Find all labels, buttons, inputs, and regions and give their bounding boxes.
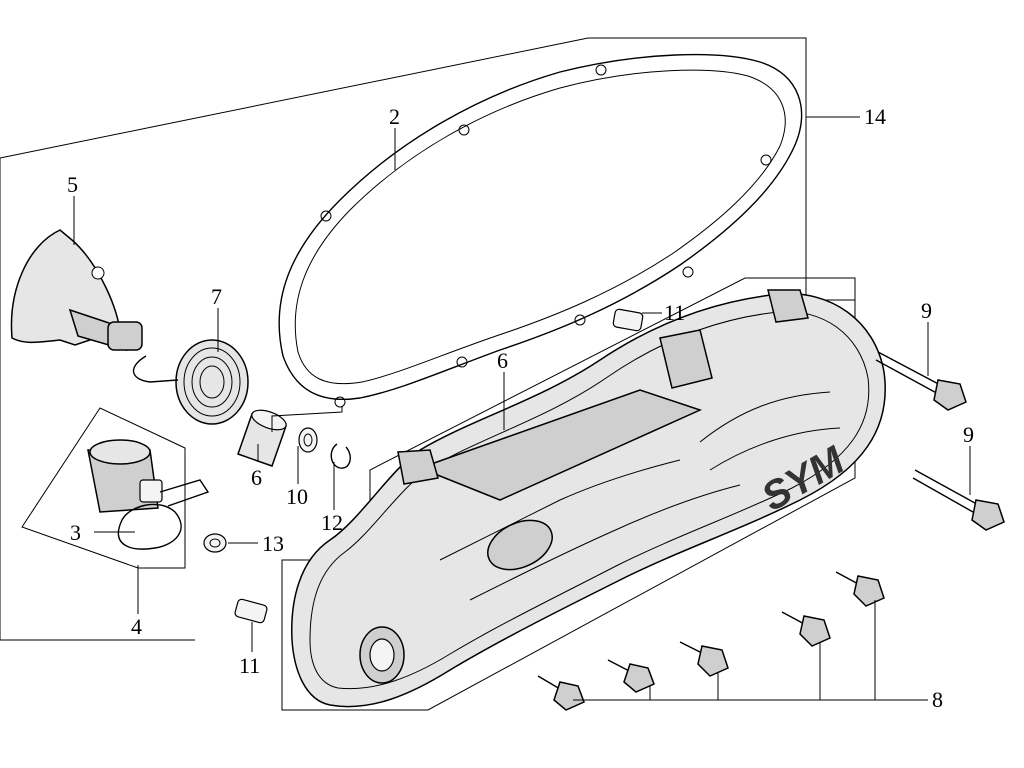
short-bolt-1	[537, 675, 585, 711]
callout-14: 14	[864, 104, 886, 129]
callout-11-top: 11	[664, 300, 685, 325]
callout-9-upper: 9	[921, 298, 932, 323]
callout-4: 4	[131, 614, 142, 639]
circlip	[330, 443, 351, 469]
ring-13	[203, 533, 227, 553]
starter-subassembly	[21, 407, 210, 569]
crankcase-cover	[281, 277, 886, 711]
kick-spring	[133, 339, 249, 425]
assembly-outline	[0, 37, 855, 301]
long-bolt-lower	[912, 469, 1005, 531]
dowel-pin-left	[234, 598, 268, 624]
leader-lines	[73, 116, 971, 701]
callout-12: 12	[321, 510, 343, 535]
bushing	[237, 409, 287, 467]
callout-3: 3	[70, 520, 81, 545]
dowel-pin-top	[612, 308, 644, 332]
callout-2: 2	[389, 104, 400, 129]
callout-8: 8	[932, 687, 943, 712]
washer	[298, 427, 318, 453]
callout-6-cover: 6	[497, 348, 508, 373]
callout-11-bottom: 11	[239, 653, 260, 678]
short-bolt-5	[835, 571, 885, 607]
callout-9-lower: 9	[963, 422, 974, 447]
callout-5: 5	[67, 172, 78, 197]
short-bolt-2	[607, 659, 655, 693]
long-bolt-upper	[875, 351, 967, 411]
callout-10: 10	[286, 484, 308, 509]
callout-7: 7	[211, 284, 222, 309]
short-bolt-4	[781, 611, 831, 647]
callout-6-bushing: 6	[251, 465, 262, 490]
callout-13: 13	[262, 531, 284, 556]
kick-starter-gear	[10, 229, 143, 352]
gasket	[278, 53, 803, 408]
short-bolt-3	[679, 641, 729, 677]
